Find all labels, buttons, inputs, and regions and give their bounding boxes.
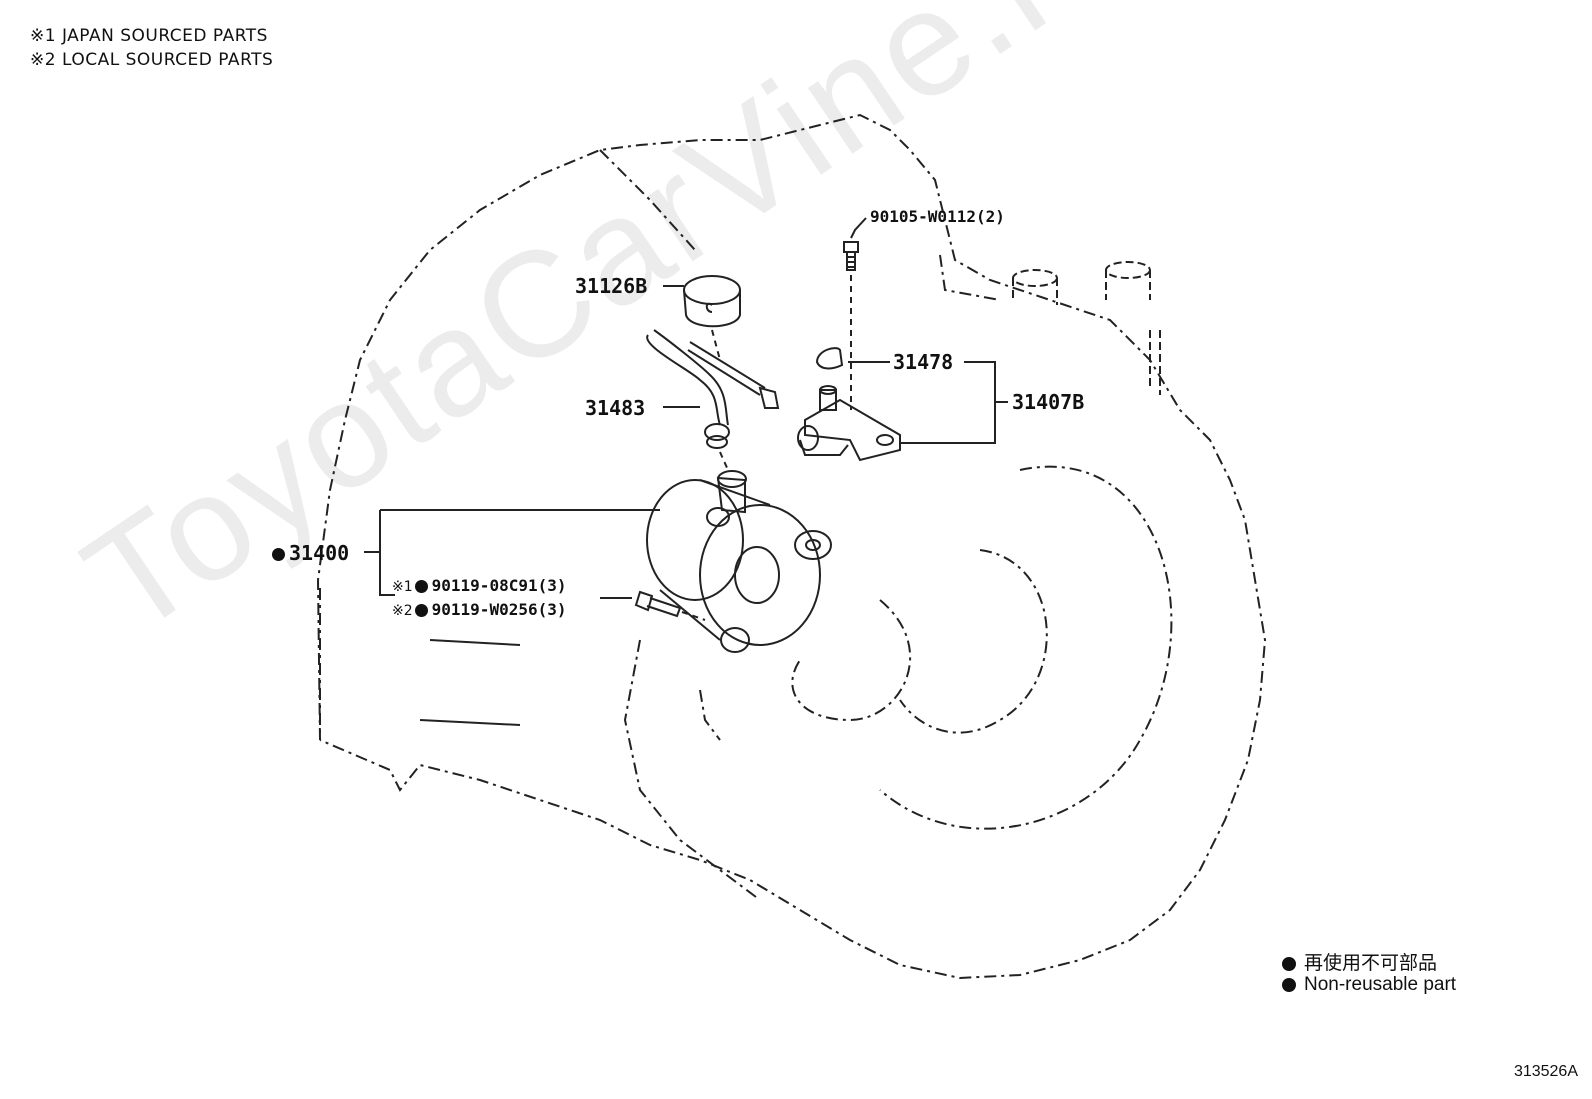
non-reusable-marker	[414, 604, 428, 617]
tube-shape	[646, 329, 780, 449]
top-boss-left	[1012, 269, 1058, 305]
legend-dot-icon	[1282, 977, 1296, 992]
tube-guide	[719, 451, 729, 471]
label-cylinder-number: 31400	[289, 541, 350, 565]
legend-jp-text: 再使用不可部品	[1304, 953, 1438, 974]
plug-guide	[711, 329, 721, 361]
cap-shape	[815, 347, 844, 370]
label-plug: 31126B	[575, 274, 648, 298]
housing-rib-left	[623, 639, 761, 901]
bracket-shape	[797, 385, 901, 462]
label-bracket: 31407B	[1012, 390, 1085, 414]
rear-flange-lines	[1149, 330, 1161, 395]
plug-shape	[683, 275, 741, 328]
leader-bolt-top	[850, 217, 867, 239]
label-cylinder: 31400	[272, 541, 349, 565]
bell-arc-large	[879, 465, 1173, 830]
note-japan-sourced: ※1 JAPAN SOURCED PARTS	[30, 26, 268, 46]
diagram-code: 313526A	[1513, 1063, 1578, 1080]
legend-dot-icon	[1282, 956, 1296, 971]
mark-japan: ※1	[392, 579, 413, 595]
bolt-top-shape	[843, 241, 859, 271]
housing-rib-inner	[699, 689, 721, 741]
label-tube: 31483	[585, 396, 646, 420]
leader-bracket	[900, 361, 1008, 444]
top-boss-right	[1105, 261, 1151, 300]
label-bolt-japan: ※1 90119-08C91(3)	[392, 576, 567, 595]
housing-rib-1	[429, 639, 521, 646]
housing-rib-2	[419, 719, 521, 726]
label-cap: 31478	[893, 350, 954, 374]
non-reusable-marker	[272, 548, 285, 561]
label-bolt-local-number: 90119-W0256(3)	[431, 600, 567, 619]
label-bolt-top: 90105-W0112(2)	[870, 207, 1005, 226]
housing-top-fold	[599, 149, 696, 251]
bell-arc-mid	[899, 549, 1048, 734]
bolt-cylinder-shape	[634, 590, 682, 618]
leader-cylinder	[364, 509, 660, 596]
housing-outline	[316, 113, 1267, 980]
label-bolt-japan-number: 90119-08C91(3)	[431, 576, 567, 595]
non-reusable-marker	[414, 580, 428, 593]
legend-en-text: Non-reusable part	[1304, 974, 1457, 995]
note-local-sourced: ※2 LOCAL SOURCED PARTS	[30, 50, 274, 70]
legend-en: Non-reusable part	[1282, 974, 1456, 996]
bell-arc-small	[791, 599, 911, 722]
bolt-cylinder-guide	[681, 611, 706, 621]
housing-seam-right	[939, 254, 1001, 301]
legend-jp: 再使用不可部品	[1282, 948, 1437, 975]
cylinder-shape	[646, 470, 832, 653]
mark-local: ※2	[392, 603, 413, 619]
label-bolt-local: ※2 90119-W0256(3)	[392, 600, 567, 619]
